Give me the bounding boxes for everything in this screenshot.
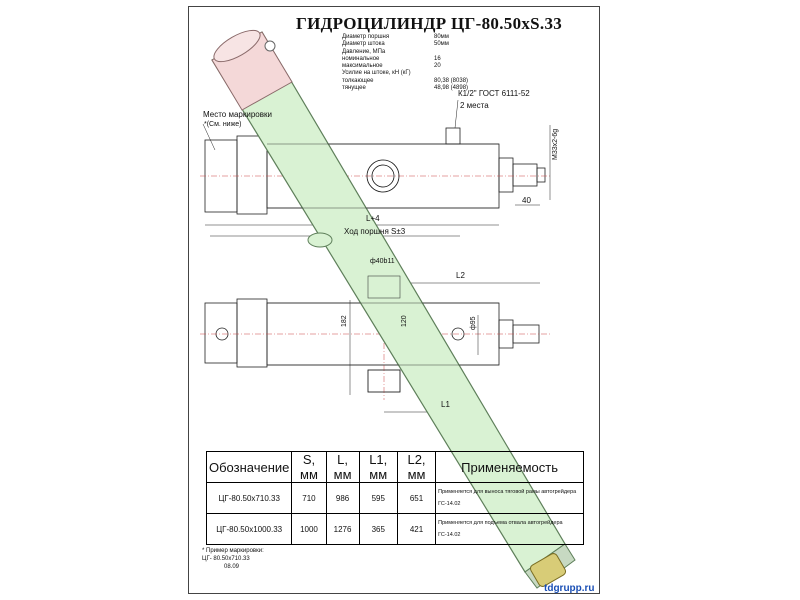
cell-s: 710	[291, 482, 327, 514]
side-view-port	[445, 127, 461, 145]
label-dim-l2: L2	[456, 271, 465, 280]
header-l2: L2, мм	[396, 451, 437, 483]
note-line-1: * Пример маркировки:	[202, 548, 264, 554]
label-dia-95: ф95	[470, 316, 477, 330]
spec-key: номинальное	[342, 55, 380, 62]
side-view-end-cap	[236, 135, 268, 215]
label-stroke: Ход поршня S±3	[344, 227, 406, 236]
spec-key: максимальное	[342, 63, 383, 70]
spec-key: тянущее	[342, 85, 366, 92]
spec-key: Диаметр штока	[342, 41, 385, 48]
cell-l1: 595	[358, 482, 398, 514]
spec-row: Давление, МПа	[342, 49, 468, 56]
cylinder-3d-trunnion-pin	[307, 232, 333, 248]
header-applicability: Применяемость	[435, 451, 584, 483]
spec-row: тянущее 48,98 (4898)	[342, 85, 468, 92]
note-line-3: 08.09	[224, 564, 240, 570]
site-link[interactable]: tdgrupp.ru	[544, 583, 595, 594]
label-port: К1/2" ГОСТ 6111-52	[458, 89, 530, 98]
side-view-rod-end	[512, 163, 538, 187]
cell-applicability: Применяется для подъема отвала автогрейд…	[435, 513, 584, 545]
label-see-below: *(См. ниже)	[204, 121, 242, 128]
label-dia-40b11: ф40b11	[370, 258, 395, 265]
label-two-places: 2 места	[460, 101, 489, 110]
cell-l: 1276	[325, 513, 360, 545]
overlay-lines	[267, 143, 499, 393]
table-row: ЦГ-80.50х710.33 710 986 595 651 Применяе…	[205, 482, 584, 514]
cell-applicability: Применяется для выноса тяговой рамы авто…	[435, 482, 584, 514]
spec-row: Усилие на штоке, кН (кГ)	[342, 70, 468, 77]
spec-value: 80мм	[434, 34, 449, 40]
header-l: L, мм	[325, 451, 360, 483]
spec-key: Усилие на штоке, кН (кГ)	[342, 70, 411, 77]
spec-row: Диаметр поршня 80мм	[342, 34, 468, 41]
note-line-2: ЦГ- 80.50х710.33	[202, 556, 250, 562]
spec-value: 50мм	[434, 41, 449, 48]
spec-row: максимальное 20	[342, 63, 468, 70]
page-title: ГИДРОЦИЛИНДР ЦГ-80.50хS.33	[296, 14, 563, 33]
cell-l2: 651	[396, 482, 437, 514]
spec-key: Давление, МПа	[342, 48, 386, 55]
cylinder-3d-render	[211, 29, 576, 589]
label-dim-120: 120	[401, 315, 408, 327]
cell-l2: 421	[396, 513, 437, 545]
spec-value: 20	[434, 63, 441, 70]
side-view-rear-eye	[204, 139, 238, 213]
spec-table-header: Обозначение S, мм L, мм L1, мм L2, мм Пр…	[205, 451, 584, 483]
top-view-rear-eye	[204, 302, 238, 364]
label-dim-182: 182	[341, 315, 348, 327]
label-dim-40: 40	[522, 196, 531, 205]
spec-key: Диаметр поршня	[342, 34, 390, 40]
label-thread: М33х2-6g	[552, 128, 559, 160]
top-view-end-cap	[236, 298, 268, 368]
spec-row: толкающее 80,38 (8038)	[342, 78, 468, 85]
cell-designation: ЦГ-80.50х1000.33	[205, 513, 293, 545]
spec-table: Обозначение S, мм L, мм L1, мм L2, мм Пр…	[205, 451, 584, 545]
spec-row: Диаметр штока 50мм	[342, 41, 468, 48]
spec-row: номинальное 16	[342, 56, 468, 63]
cell-s: 1000	[291, 513, 327, 545]
label-dim-l1: L1	[441, 400, 450, 409]
cell-l1: 365	[358, 513, 398, 545]
side-view-gland	[498, 157, 514, 193]
spec-value: 16	[434, 55, 441, 62]
spec-key: толкающее	[342, 77, 374, 84]
table-row: ЦГ-80.50х1000.33 1000 1276 365 421 Приме…	[205, 513, 584, 545]
label-marking-place: Место маркировки	[203, 110, 272, 119]
cell-designation: ЦГ-80.50х710.33	[205, 482, 293, 514]
spec-value: 80,38 (8038)	[434, 77, 469, 84]
label-dim-l4: L+4	[366, 214, 380, 223]
header-s: S, мм	[291, 451, 327, 483]
header-l1: L1, мм	[358, 451, 398, 483]
header-designation: Обозначение	[205, 451, 293, 483]
marking-example-note: * Пример маркировки: ЦГ- 80.50х710.33 08…	[202, 547, 264, 571]
cell-l: 986	[325, 482, 360, 514]
cylinder-3d-rod-end	[529, 553, 567, 587]
spec-value: 48,98 (4898)	[434, 85, 469, 92]
